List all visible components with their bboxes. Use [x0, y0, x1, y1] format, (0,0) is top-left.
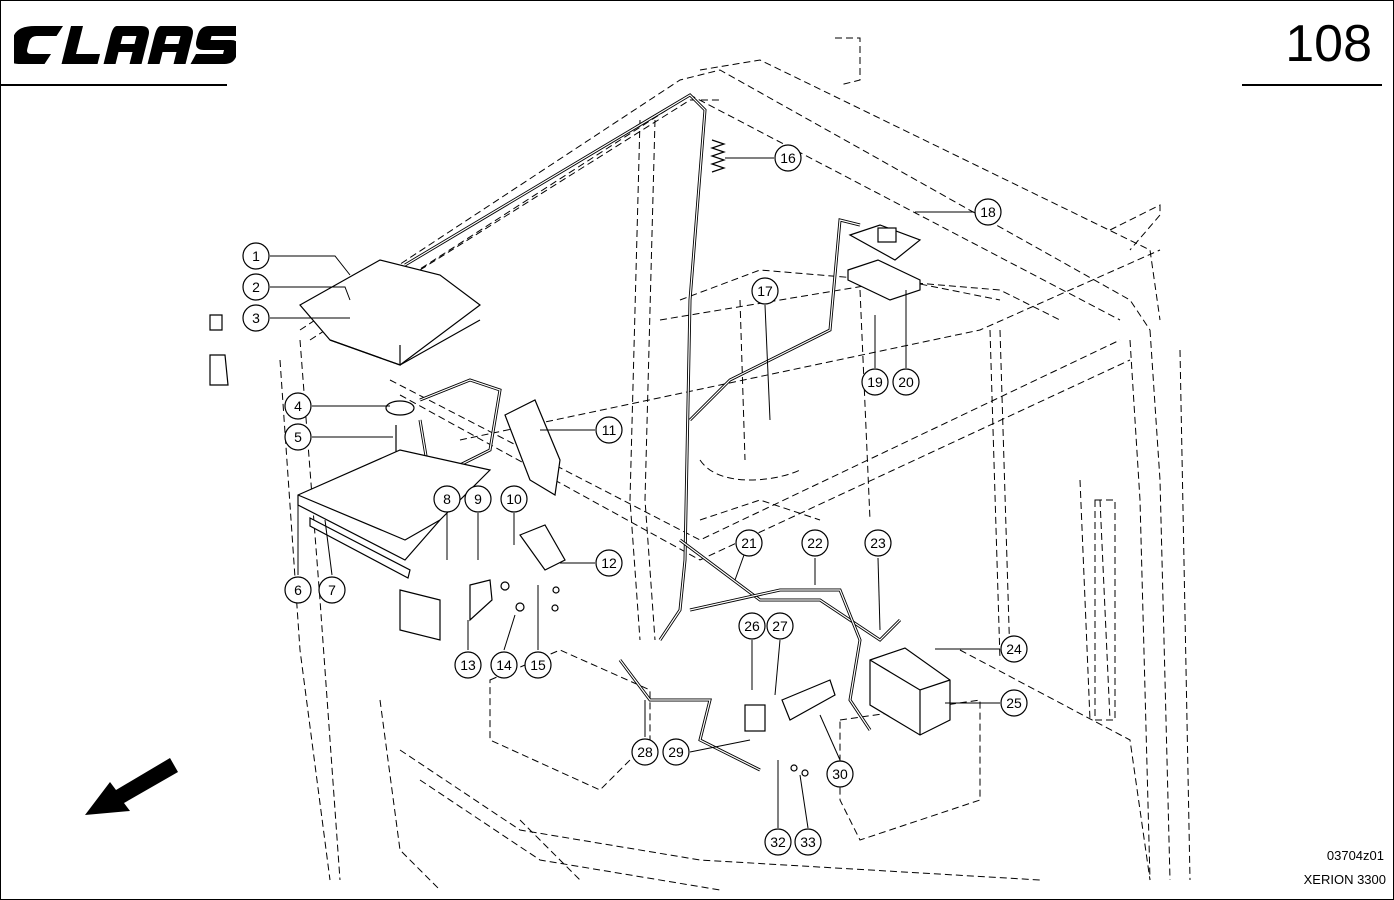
callout-label: 19	[867, 374, 883, 390]
callout-label: 8	[443, 491, 451, 507]
parts	[209, 139, 951, 777]
callout-label: 12	[601, 555, 617, 571]
callout-1: 1	[242, 242, 270, 270]
callout-7: 7	[318, 576, 346, 604]
callout-label: 29	[668, 744, 684, 760]
callout-label: 15	[530, 657, 546, 673]
model-name: XERION 3300	[1303, 872, 1386, 887]
callout-23: 23	[864, 529, 892, 557]
callout-label: 23	[870, 535, 886, 551]
callout-label: 6	[294, 582, 302, 598]
header-rule-left	[0, 84, 227, 86]
callout-label: 20	[898, 374, 914, 390]
callout-6: 6	[284, 576, 312, 604]
arrow-down-left-icon	[85, 758, 178, 815]
header-rule-right	[1242, 84, 1382, 86]
callout-27: 27	[766, 612, 794, 640]
callout-label: 28	[637, 744, 653, 760]
callout-19: 19	[861, 368, 889, 396]
callout-32: 32	[764, 828, 792, 856]
callout-label: 17	[757, 283, 773, 299]
callout-label: 5	[294, 429, 302, 445]
page-number: 108	[1285, 15, 1372, 73]
callout-30: 30	[826, 760, 854, 788]
callout-20: 20	[892, 368, 920, 396]
callout-22: 22	[801, 529, 829, 557]
callout-label: 2	[252, 279, 260, 295]
callout-5: 5	[284, 423, 312, 451]
callout-label: 3	[252, 310, 260, 326]
callout-label: 14	[496, 657, 512, 673]
callout-label: 25	[1006, 695, 1022, 711]
callout-label: 13	[460, 657, 476, 673]
leader-lines	[270, 157, 1000, 829]
callout-label: 1	[252, 248, 260, 264]
callout-label: 9	[474, 491, 482, 507]
callout-17: 17	[751, 277, 779, 305]
callout-label: 22	[807, 535, 823, 551]
callout-label: 4	[294, 398, 302, 414]
callout-14: 14	[490, 651, 518, 679]
callout-16: 16	[774, 144, 802, 172]
callout-12: 12	[595, 549, 623, 577]
callout-26: 26	[738, 612, 766, 640]
callout-label: 30	[832, 766, 848, 782]
callout-label: 21	[741, 535, 757, 551]
wiring-harness	[404, 93, 902, 772]
callout-9: 9	[464, 485, 492, 513]
callout-21: 21	[735, 529, 763, 557]
callout-18: 18	[974, 198, 1002, 226]
callout-25: 25	[1000, 689, 1028, 717]
drawing-code: 03704z01	[1326, 848, 1384, 863]
callout-label: 32	[770, 834, 786, 850]
callout-10: 10	[500, 485, 528, 513]
callout-2: 2	[242, 273, 270, 301]
callout-label: 33	[800, 834, 816, 850]
callout-4: 4	[284, 392, 312, 420]
callout-label: 7	[328, 582, 336, 598]
cab-frame-outline	[279, 37, 1191, 891]
callout-29: 29	[662, 738, 690, 766]
callout-8: 8	[433, 485, 461, 513]
callout-33: 33	[794, 828, 822, 856]
callout-24: 24	[1000, 635, 1028, 663]
callout-label: 18	[980, 204, 996, 220]
callout-28: 28	[631, 738, 659, 766]
callout-label: 27	[772, 618, 788, 634]
claas-logo	[14, 26, 236, 64]
callout-label: 11	[602, 422, 617, 438]
callout-label: 24	[1006, 641, 1022, 657]
callout-3: 3	[242, 304, 270, 332]
callout-13: 13	[454, 651, 482, 679]
callout-15: 15	[524, 651, 552, 679]
callout-label: 10	[506, 491, 522, 507]
callout-label: 16	[780, 150, 796, 166]
callout-11: 11	[595, 416, 623, 444]
callout-label: 26	[744, 618, 760, 634]
